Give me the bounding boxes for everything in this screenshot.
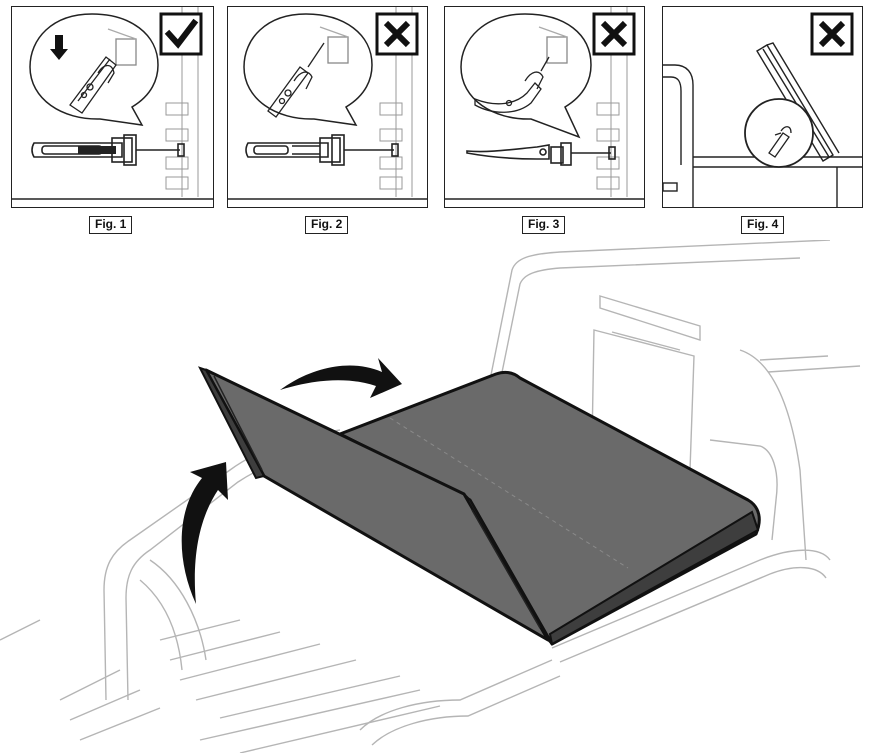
figure-panel-2 [227,6,428,208]
figure-panel-4 [662,6,863,208]
figure-panel-1 [11,6,214,208]
arrow-up-icon [182,462,228,604]
figure-panel-3 [444,6,645,208]
figure-caption-4: Fig. 4 [741,216,784,234]
truck-bed-cover-illustration [0,240,872,753]
figure-caption-2: Fig. 2 [305,216,348,234]
arrow-over-icon [280,358,402,398]
figure-caption-1: Fig. 1 [89,216,132,234]
figure-caption-3: Fig. 3 [522,216,565,234]
